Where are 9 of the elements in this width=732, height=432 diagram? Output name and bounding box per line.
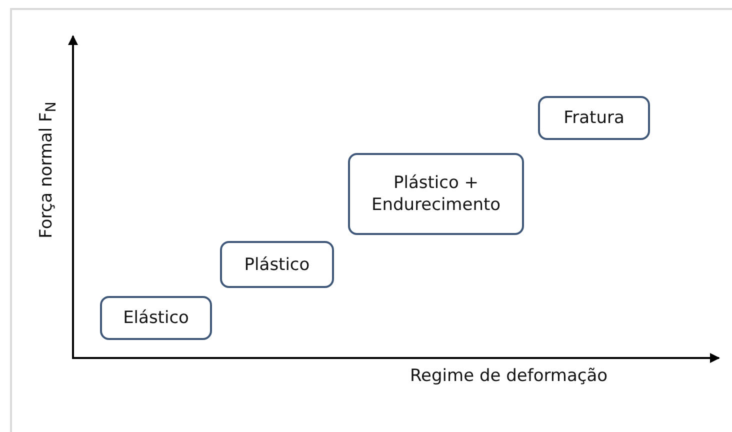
stage-label: Plástico + Endurecimento	[370, 172, 502, 216]
stage-label: Elástico	[123, 307, 189, 329]
stage-box	[220, 241, 334, 288]
stage-label: Fratura	[564, 107, 624, 129]
stage-box	[348, 153, 524, 235]
stage-box	[538, 96, 650, 140]
stage-box	[100, 296, 212, 340]
stage-label: Plástico	[244, 254, 310, 276]
x-axis-title: Regime de deformação	[410, 366, 608, 386]
